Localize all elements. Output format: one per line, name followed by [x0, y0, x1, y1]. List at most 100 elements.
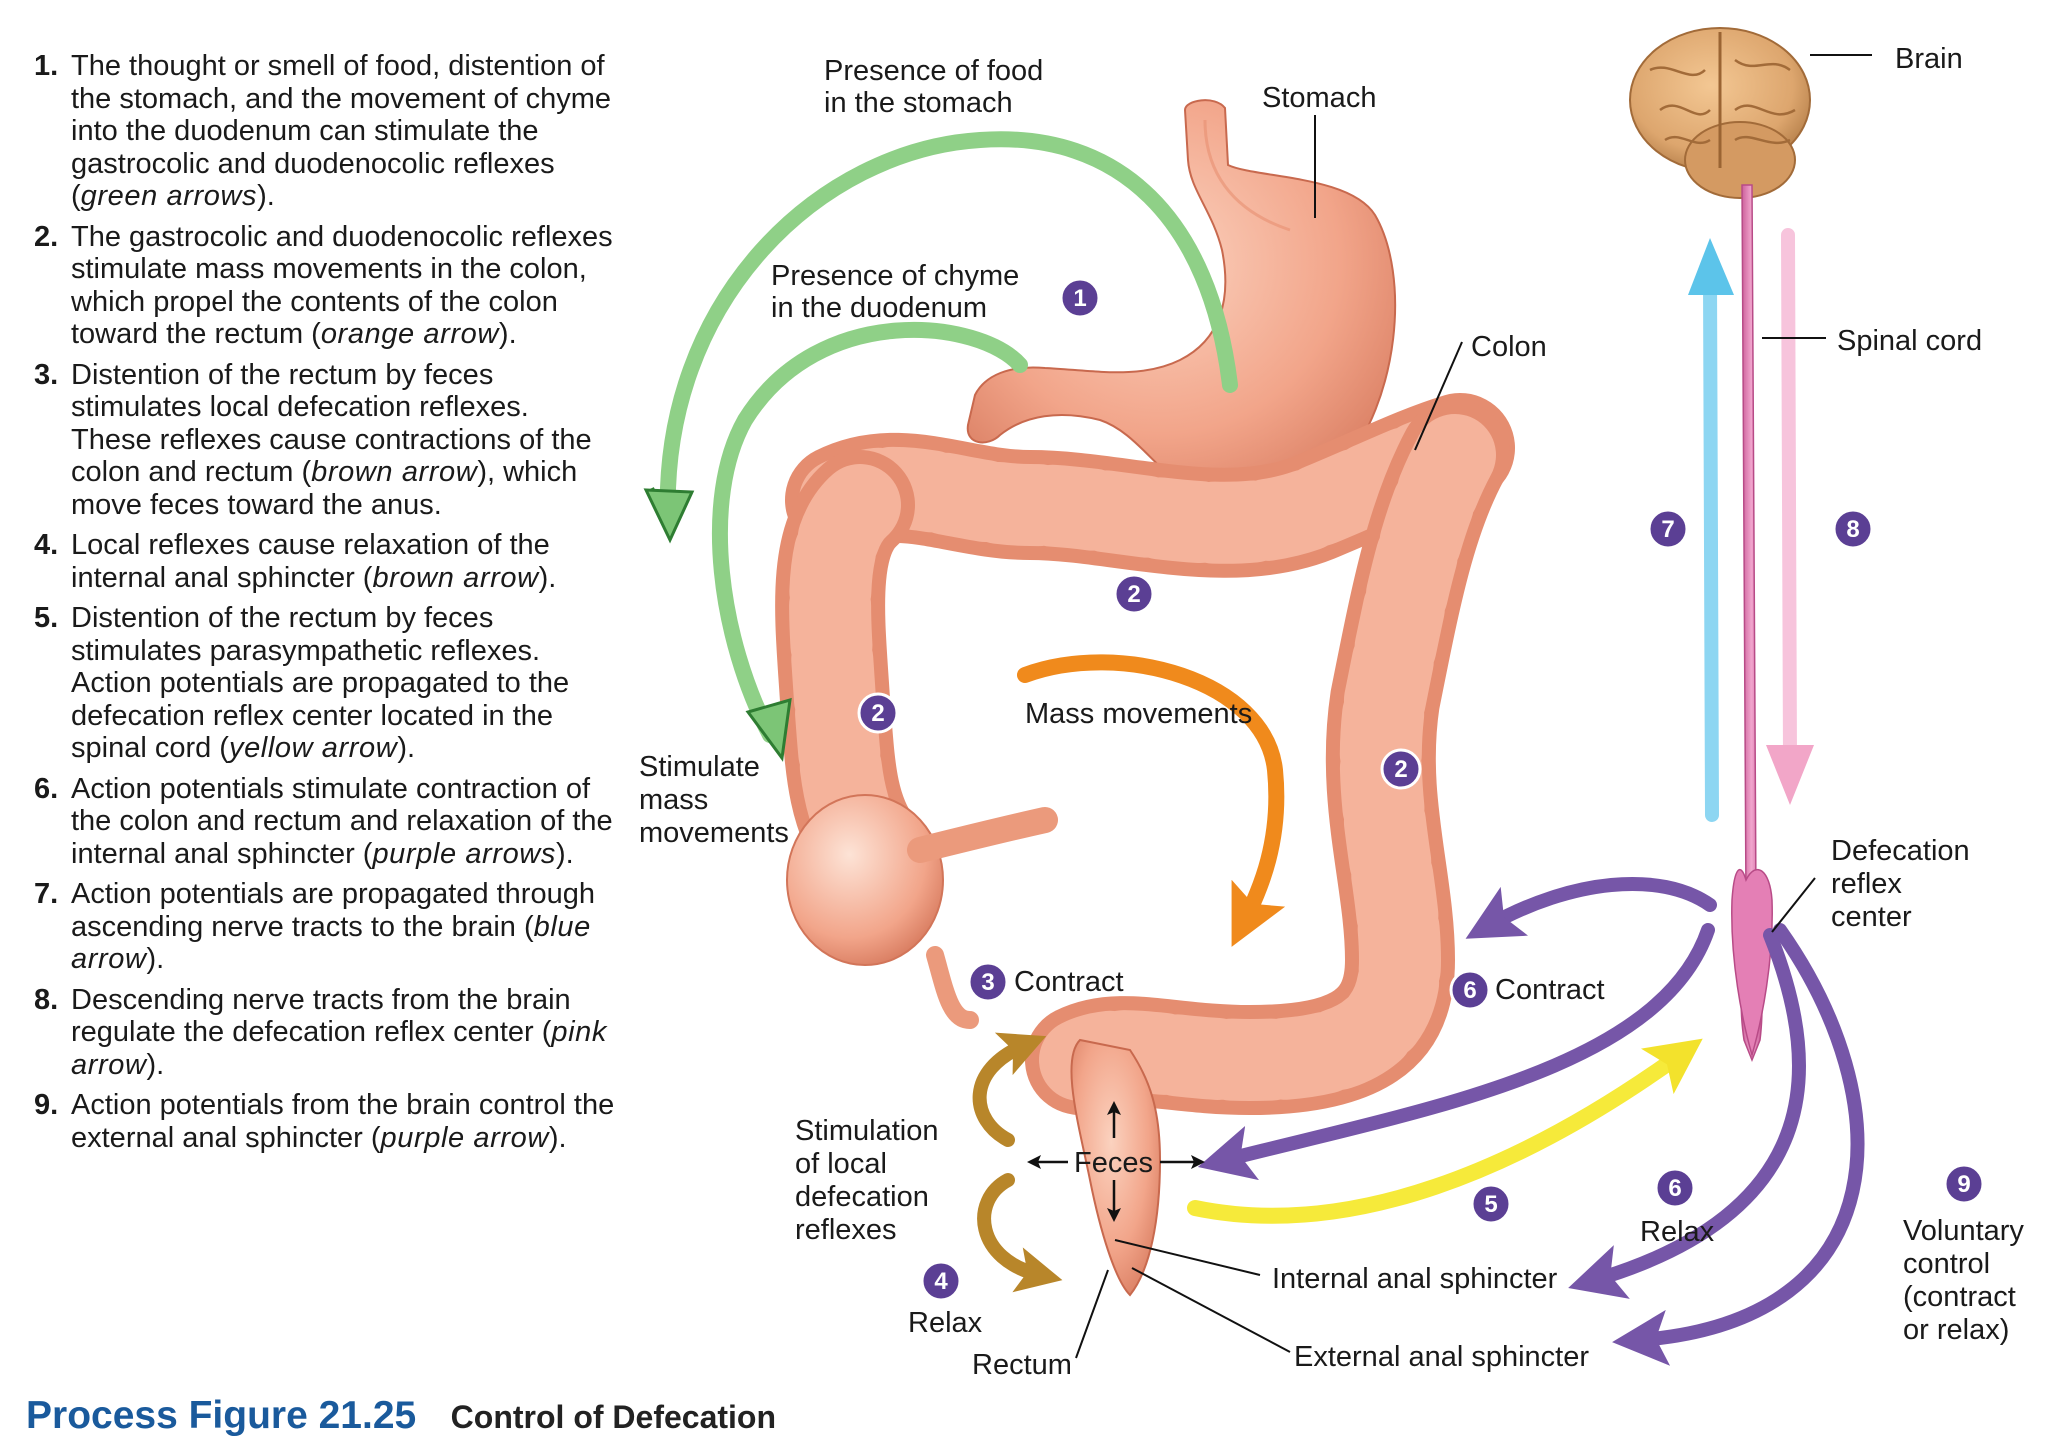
step-text: ). — [146, 1048, 165, 1081]
step-text: ). — [548, 1121, 567, 1154]
label-rectum: Rectum — [972, 1349, 1072, 1381]
label-center-line3: center — [1831, 901, 1912, 933]
diagram-labels: Presence of food in the stomach Stomach … — [639, 43, 2024, 1381]
label-relax-parasym: Relax — [1640, 1216, 1715, 1248]
step-badge-2: 2 — [1380, 748, 1422, 790]
step-text: ). — [146, 943, 165, 975]
label-colon: Colon — [1471, 331, 1547, 363]
step-badge-5: 5 — [1470, 1183, 1512, 1225]
label-voluntary-line3: (contract — [1903, 1281, 2016, 1313]
label-stim-local-line3: defecation — [795, 1181, 929, 1213]
label-stimulate-line3: movements — [639, 817, 789, 849]
arrow-color-reference: pink arrow — [71, 1016, 608, 1081]
label-stim-local-line2: of local — [795, 1148, 887, 1180]
label-contract-local: Contract — [1014, 966, 1124, 998]
step-number: 5. — [34, 602, 59, 634]
svg-text:7: 7 — [1661, 516, 1674, 543]
step-badge-4: 4 — [920, 1260, 962, 1302]
blue-arrow — [1688, 238, 1734, 822]
svg-text:3: 3 — [981, 969, 994, 996]
step-number: 4. — [34, 529, 59, 561]
label-internal-sphincter: Internal anal sphincter — [1272, 1263, 1558, 1295]
step-item: 5. Distention of the rectum by feces stim… — [26, 602, 616, 765]
label-chyme-line1: Presence of chyme — [771, 260, 1019, 292]
arrow-color-reference: purple arrow — [380, 1121, 549, 1154]
label-relax-local: Relax — [908, 1307, 983, 1339]
figure-title: Control of Defecation — [450, 1399, 776, 1435]
step-text: ). — [397, 732, 416, 764]
label-feces: Feces — [1074, 1147, 1153, 1179]
step-number: 6. — [34, 772, 59, 805]
svg-text:5: 5 — [1484, 1191, 1497, 1218]
label-center-line2: reflex — [1831, 868, 1902, 900]
arrow-color-reference: brown arrow — [372, 561, 539, 594]
label-voluntary-line4: or relax) — [1903, 1314, 2009, 1346]
yellow-arrow — [1187, 1038, 1703, 1224]
svg-text:2: 2 — [871, 700, 884, 727]
step-text: Action potentials are propagated through… — [71, 878, 595, 943]
green-arrows — [643, 131, 1238, 762]
arrow-color-reference: brown arrow — [311, 456, 478, 488]
label-food-line2: in the stomach — [824, 87, 1013, 119]
step-badge-6: 6 — [1654, 1167, 1696, 1209]
step-item: 1. The thought or smell of food, distenti… — [26, 50, 616, 213]
label-mass-movements: Mass movements — [1025, 698, 1252, 730]
step-badge-1: 1 — [1059, 277, 1101, 319]
step-text: The thought or smell of food, distention… — [71, 50, 611, 212]
arrow-color-reference: green arrows — [80, 180, 258, 212]
step-number: 2. — [34, 220, 59, 253]
step-item: 6. Action potentials stimulate contractio… — [26, 773, 616, 871]
step-badges: 1 2 2 2 3 4 5 6 6 7 8 9 — [857, 277, 1985, 1302]
svg-text:4: 4 — [934, 1268, 948, 1295]
step-text: Action potentials from the brain control… — [71, 1089, 615, 1154]
step-badge-8: 8 — [1832, 508, 1874, 550]
arrow-color-reference: purple arrows — [372, 837, 556, 870]
svg-text:6: 6 — [1668, 1175, 1681, 1202]
step-text: The gastrocolic and duodenocolic reflexe… — [71, 220, 613, 351]
label-voluntary-line1: Voluntary — [1903, 1215, 2024, 1247]
step-item: 2. The gastrocolic and duodenocolic refle… — [26, 221, 616, 351]
step-item: 8. Descending nerve tracts from the brain… — [26, 984, 616, 1082]
step-list: 1. The thought or smell of food, distenti… — [26, 50, 616, 1162]
orange-arrow — [1017, 654, 1286, 947]
step-item: 7.Action potentials are propagated throu… — [26, 878, 616, 976]
label-external-sphincter: External anal sphincter — [1294, 1341, 1589, 1373]
step-number: 3. — [34, 358, 59, 391]
step-badge-2: 2 — [857, 692, 899, 734]
label-contract-parasym: Contract — [1495, 974, 1605, 1006]
step-text: Descending nerve tracts from the brain r… — [71, 983, 571, 1049]
label-spinal-cord: Spinal cord — [1837, 325, 1982, 357]
step-text: ). — [498, 318, 517, 350]
svg-text:6: 6 — [1463, 977, 1476, 1004]
step-badge-7: 7 — [1647, 508, 1689, 550]
figure-number: Process Figure 21.25 — [26, 1394, 417, 1437]
step-number: 1. — [34, 50, 59, 82]
step-text: Distention of the rectum by feces stimul… — [71, 602, 570, 764]
leader-lines — [1075, 54, 1872, 1359]
brain — [1629, 27, 1811, 199]
step-text: Action potentials stimulate contraction … — [71, 772, 613, 870]
label-stim-local-line1: Stimulation — [795, 1115, 938, 1147]
brown-arrows — [972, 1032, 1063, 1293]
step-badge-3: 3 — [967, 961, 1009, 1003]
step-text: ). — [555, 837, 574, 870]
step-number: 9. — [34, 1089, 59, 1121]
step-text: Local reflexes cause relaxation of the i… — [71, 529, 550, 594]
label-stimulate-line1: Stimulate — [639, 751, 760, 783]
step-item: 4. Local reflexes cause relaxation of the… — [26, 529, 616, 594]
step-item: 9. Action potentials from the brain contr… — [26, 1089, 616, 1154]
step-text: Distention of the rectum by feces stimul… — [71, 358, 592, 489]
step-number: 8. — [34, 983, 59, 1016]
step-text: ). — [257, 180, 275, 212]
step-text: ), which move feces toward the anus. — [71, 456, 578, 521]
label-chyme-line2: in the duodenum — [771, 292, 987, 324]
svg-text:2: 2 — [1127, 581, 1140, 608]
step-badge-6: 6 — [1449, 969, 1491, 1011]
step-badge-2: 2 — [1113, 573, 1155, 615]
label-food-line1: Presence of food — [824, 55, 1043, 87]
label-brain: Brain — [1895, 43, 1963, 75]
arrow-color-reference: orange arrow — [320, 318, 499, 350]
colon — [775, 393, 1515, 1297]
step-item: 3. Distention of the rectum by feces stim… — [26, 359, 616, 522]
